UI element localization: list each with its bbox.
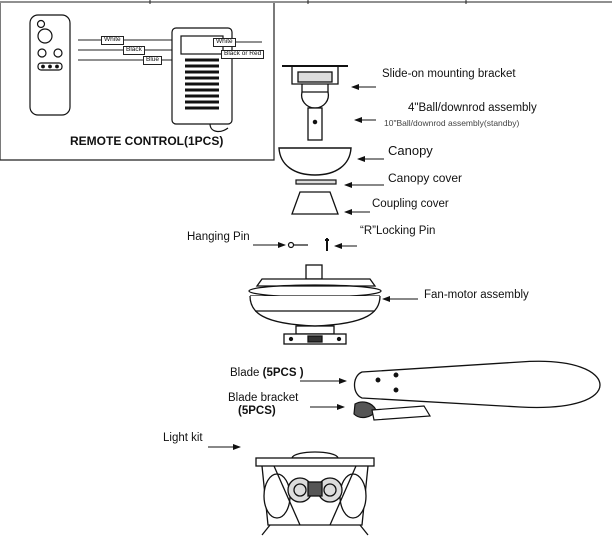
label-fan-motor: Fan-motor assembly [424,289,529,301]
label-coupling-cover: Coupling cover [372,198,449,210]
label-blade-bracket-qty: (5PCS) [238,405,276,417]
r-locking-pin-drawing [325,238,329,251]
wire-label-black-or-red: Black or Red [221,50,265,59]
label-blade: Blade (5PCS ) [230,367,304,380]
label-blade-bracket: Blade bracket [228,392,299,404]
fan-motor-drawing [248,264,382,345]
label-light-kit: Light kit [163,432,203,444]
receiver-module-drawing [171,27,233,133]
blade-drawing [353,360,601,409]
label-downrod: 4"Ball/downrod assembly [408,102,537,114]
leader-arrows [208,84,418,450]
blade-bracket-drawing [353,401,432,421]
label-locking-pin: “R”Locking Pin [360,225,436,237]
label-canopy-cover: Canopy cover [388,171,463,185]
label-hanging-pin: Hanging Pin [187,231,250,243]
hanging-pin-drawing [287,241,308,249]
label-mounting-bracket: Slide-on mounting bracket [382,68,516,80]
top-table-border [0,0,612,4]
canopy-drawing [278,147,352,176]
downrod-drawing [300,91,330,141]
label-blade-text: Blade [230,367,260,379]
remote-control-title: REMOTE CONTROL(1PCS) [70,134,224,148]
wire-label-white-right: White [213,38,236,47]
wire-label-blue: Blue [143,56,163,65]
remote-handset-drawing [29,14,71,116]
label-canopy: Canopy [388,143,433,158]
coupling-cover-drawing [291,191,339,215]
label-downrod-standby: 10"Ball/downrod assembly(standby) [384,118,520,128]
light-kit-drawing [255,451,375,536]
canopy-cover-drawing [295,179,337,185]
wire-label-black: Black [123,46,145,55]
label-blade-qty: (5PCS ) [262,367,304,379]
wire-label-white: White [101,36,124,45]
mounting-bracket-drawing [282,65,348,93]
